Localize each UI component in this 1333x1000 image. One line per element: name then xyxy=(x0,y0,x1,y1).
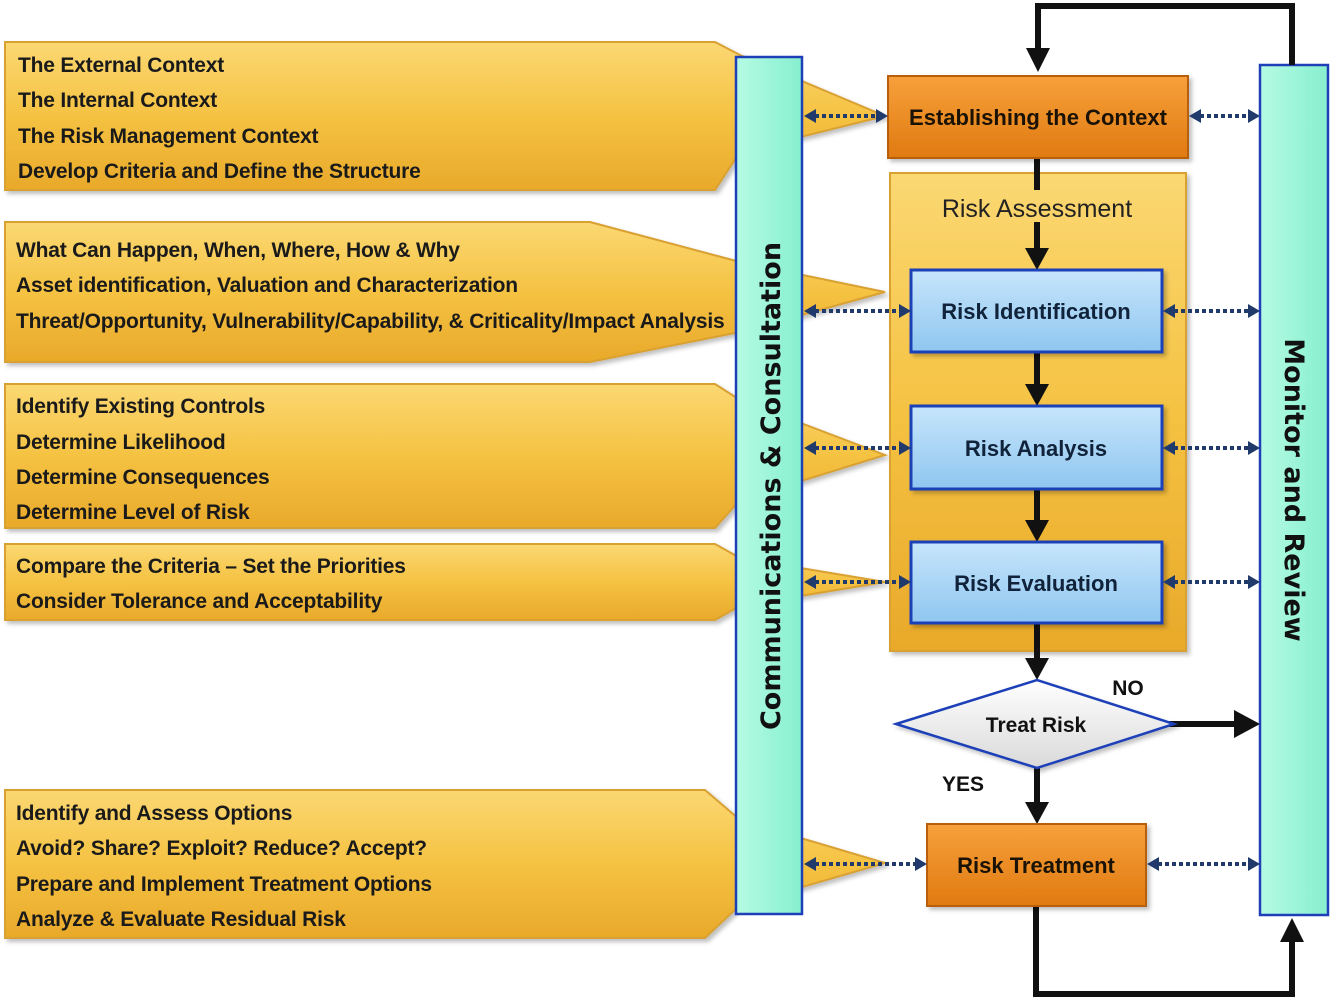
risk-evaluation-box: Risk Evaluation xyxy=(909,540,1164,625)
risk-identification-label: Risk Identification xyxy=(941,299,1130,324)
flow-arrowhead xyxy=(1025,384,1049,406)
no-label: NO xyxy=(1112,677,1144,700)
establishing-context-label: Establishing the Context xyxy=(909,105,1168,130)
callout-line: Asset identification, Valuation and Char… xyxy=(16,274,518,297)
flow-arrowhead xyxy=(1025,248,1049,270)
flow-arrowhead xyxy=(1234,710,1260,738)
callout-line: The External Context xyxy=(18,54,224,77)
callout-line: Determine Level of Risk xyxy=(16,501,250,524)
callout-line: Identify Existing Controls xyxy=(16,395,265,418)
monitor-bar: Monitor and Review xyxy=(1258,63,1330,917)
callout-shape xyxy=(4,543,886,621)
risk-assessment-title: Risk Assessment xyxy=(942,195,1132,223)
monitor-bar-rect xyxy=(1258,63,1330,917)
risk-analysis-rect xyxy=(909,404,1164,491)
callout-context: The External Context The Internal Contex… xyxy=(4,41,889,191)
loop-bottom-arrowhead xyxy=(1280,918,1304,942)
yes-label: YES xyxy=(942,773,984,796)
risk-treatment-rect xyxy=(926,823,1147,907)
treat-risk-diamond xyxy=(891,678,1179,770)
loop-top-line xyxy=(1035,3,1295,65)
callout-line: Threat/Opportunity, Vulnerability/Capabi… xyxy=(16,310,724,333)
arrowhead-icon xyxy=(804,441,816,455)
callout-identification: What Can Happen, When, Where, How & Why … xyxy=(4,221,886,363)
callout-line: Prepare and Implement Treatment Options xyxy=(16,873,432,896)
flow-arrows xyxy=(1025,158,1260,824)
arrowhead-icon xyxy=(899,575,911,589)
risk-analysis-box: Risk Analysis xyxy=(909,404,1164,491)
callout-shape xyxy=(4,41,889,191)
callout-line: Determine Consequences xyxy=(16,466,270,489)
callout-line: The Internal Context xyxy=(18,89,217,112)
arrowhead-icon xyxy=(915,857,927,871)
callout-line: Develop Criteria and Define the Structur… xyxy=(18,160,421,183)
callout-line: Avoid? Share? Exploit? Reduce? Accept? xyxy=(16,837,427,860)
arrowhead-icon xyxy=(804,109,816,123)
risk-treatment-label: Risk Treatment xyxy=(957,853,1115,878)
arrowhead-icon xyxy=(804,304,816,318)
flow-arrowhead xyxy=(1025,658,1049,680)
feedback-loop xyxy=(1026,3,1304,997)
arrowhead-icon xyxy=(1147,857,1159,871)
risk-treatment-box: Risk Treatment xyxy=(926,823,1147,907)
risk-evaluation-rect xyxy=(909,540,1164,625)
treat-risk-label: Treat Risk xyxy=(986,714,1087,737)
arrowhead-icon xyxy=(1248,109,1260,123)
flow-arrowhead xyxy=(1025,802,1049,824)
arrowhead-icon xyxy=(899,304,911,318)
arrowhead-icon xyxy=(1189,109,1201,123)
callout-evaluation: Compare the Criteria – Set the Prioritie… xyxy=(4,543,886,621)
establishing-context-box: Establishing the Context xyxy=(887,75,1189,159)
risk-identification-box: Risk Identification xyxy=(909,268,1164,354)
arrowhead-icon xyxy=(1248,304,1260,318)
loop-top-arrowhead xyxy=(1026,48,1050,72)
callout-shape xyxy=(4,383,889,529)
arrowhead-icon xyxy=(1163,441,1175,455)
callout-line: Compare the Criteria – Set the Prioritie… xyxy=(16,555,406,578)
arrowhead-icon xyxy=(1248,857,1260,871)
callout-analysis: Identify Existing Controls Determine Lik… xyxy=(4,383,889,529)
risk-analysis-label: Risk Analysis xyxy=(965,436,1107,461)
callout-line: The Risk Management Context xyxy=(18,125,319,148)
dotted-arrowheads xyxy=(804,109,1260,871)
callout-treatment: Identify and Assess Options Avoid? Share… xyxy=(4,789,889,939)
arrowhead-icon xyxy=(899,441,911,455)
callout-line: What Can Happen, When, Where, How & Why xyxy=(16,239,460,262)
risk-identification-rect xyxy=(909,268,1164,354)
communications-bar-label: Communications & Consultation xyxy=(756,242,787,730)
establishing-context-rect xyxy=(887,75,1189,159)
arrowhead-icon xyxy=(1248,441,1260,455)
treat-risk-decision: Treat Risk NO YES xyxy=(891,677,1179,796)
communications-bar: Communications & Consultation xyxy=(734,55,804,916)
monitor-bar-label: Monitor and Review xyxy=(1278,338,1309,641)
arrowhead-icon xyxy=(1163,304,1175,318)
callout-line: Consider Tolerance and Acceptability xyxy=(16,590,383,613)
flow-arrowhead xyxy=(1025,520,1049,542)
arrowhead-icon xyxy=(804,857,816,871)
arrowhead-icon xyxy=(1163,575,1175,589)
arrowhead-icon xyxy=(876,109,888,123)
callout-shape xyxy=(4,789,889,939)
callout-line: Analyze & Evaluate Residual Risk xyxy=(16,908,346,931)
callout-line: Identify and Assess Options xyxy=(16,802,292,825)
risk-evaluation-label: Risk Evaluation xyxy=(954,571,1118,596)
arrowhead-icon xyxy=(804,575,816,589)
arrowhead-icon xyxy=(1248,575,1260,589)
loop-bottom-line xyxy=(1033,905,1295,997)
communications-bar-rect xyxy=(734,55,804,916)
dotted-connectors xyxy=(815,114,1248,866)
callout-line: Determine Likelihood xyxy=(16,431,226,454)
